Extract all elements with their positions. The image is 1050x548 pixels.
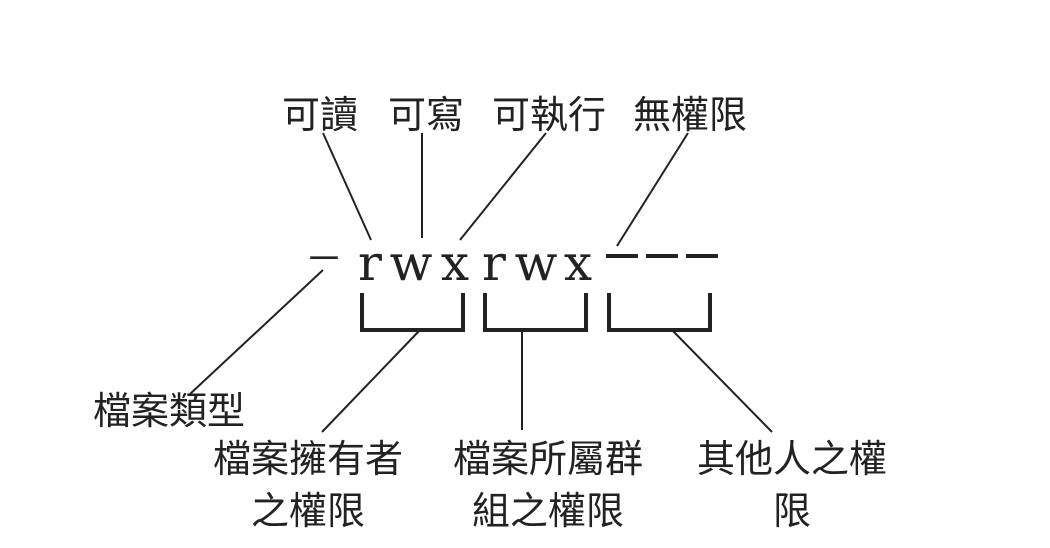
line-execute <box>459 132 547 241</box>
no-permission-label: 無權限 <box>633 93 748 137</box>
group-label-line2: 組之權限 <box>471 489 625 533</box>
others-execute-dash <box>686 254 718 258</box>
group-read-char: r <box>482 234 506 292</box>
execute-label: 可執行 <box>492 93 607 137</box>
file-type-label: 檔案類型 <box>93 389 246 433</box>
group-execute-char: x <box>563 234 593 292</box>
others-bracket <box>607 293 712 332</box>
write-label: 可寫 <box>388 93 465 137</box>
group-write-char: w <box>514 234 558 292</box>
line-read <box>322 132 372 241</box>
read-label: 可讀 <box>282 93 359 137</box>
others-write-dash <box>646 254 678 258</box>
line-no-permission <box>616 132 689 247</box>
others-read-dash <box>606 254 638 258</box>
line-owner <box>321 329 421 433</box>
owner-label-line1: 檔案擁有者 <box>212 437 404 481</box>
group-label-line1: 檔案所屬群 <box>452 437 644 481</box>
group-bracket <box>483 293 588 332</box>
owner-execute-char: x <box>440 234 470 292</box>
line-others <box>671 329 773 433</box>
owner-bracket <box>360 293 465 332</box>
others-label-line2: 限 <box>772 489 812 533</box>
owner-label-line2: 之權限 <box>250 489 366 533</box>
owner-write-char: w <box>389 234 433 292</box>
line-file-type <box>189 269 324 395</box>
owner-read-char: r <box>358 234 382 292</box>
file-type-char: － <box>305 237 344 281</box>
others-label-line1: 其他人之權 <box>696 437 888 481</box>
